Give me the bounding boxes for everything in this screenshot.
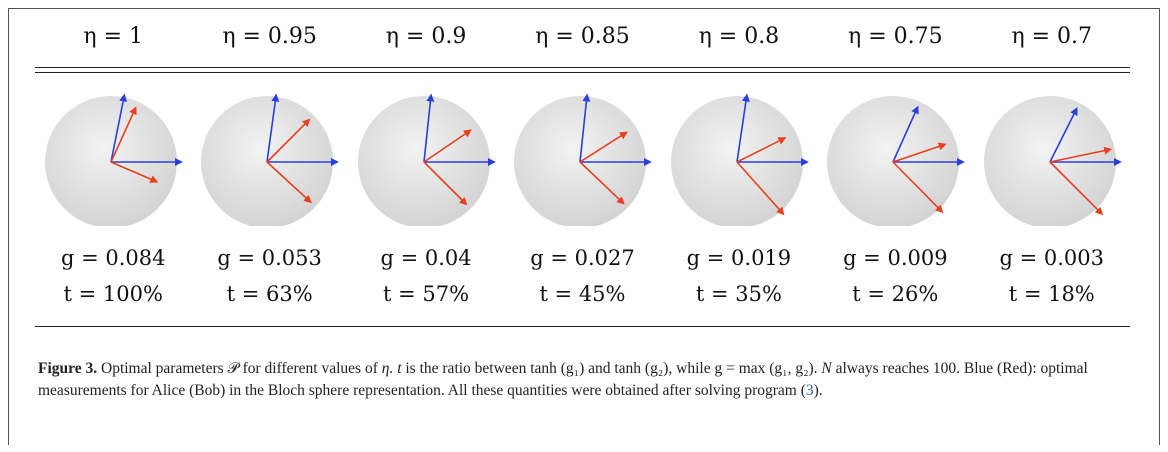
caption-text: Optimal parameters 𝒫 for different value… — [97, 360, 382, 377]
t-value: t = 63% — [226, 282, 313, 306]
value-cell: g = 0.084 t = 100% — [35, 240, 191, 312]
header-rule-bottom — [35, 72, 1130, 73]
eta-label: η = 0.8 — [698, 24, 780, 49]
t-value: t = 35% — [695, 282, 782, 306]
bloch-sphere — [817, 86, 973, 226]
alice-measurement-vector — [579, 93, 591, 163]
bloch-spheres-row — [35, 86, 1130, 226]
bob-measurement-vector — [736, 137, 787, 163]
bob-measurement-vector — [423, 161, 468, 206]
bob-measurement-vector — [579, 131, 629, 163]
g-value: g = 0.003 — [999, 246, 1104, 270]
bob-measurement-vector — [423, 129, 472, 163]
figure-caption: Figure 3. Optimal parameters 𝒫 for diffe… — [38, 358, 1133, 402]
eta-label: η = 0.75 — [848, 24, 943, 49]
alice-measurement-vector — [735, 93, 750, 163]
eta-label: η = 0.85 — [535, 24, 630, 49]
value-cell: g = 0.053 t = 63% — [191, 240, 347, 312]
bob-measurement-vector — [736, 161, 785, 216]
eta-label: η = 0.9 — [385, 24, 467, 49]
alice-measurement-vector — [423, 93, 435, 163]
alice-measurement-vector — [266, 93, 280, 163]
value-cell: g = 0.019 t = 35% — [661, 240, 817, 312]
header-rule-top — [35, 67, 1130, 68]
table-bottom-rule — [35, 326, 1130, 327]
value-cell: g = 0.027 t = 45% — [504, 240, 660, 312]
g-value: g = 0.053 — [217, 246, 322, 270]
alice-measurement-vector — [1048, 107, 1078, 163]
caption-text: η. t — [381, 360, 402, 377]
t-value: t = 45% — [539, 282, 626, 306]
t-value: t = 26% — [852, 282, 939, 306]
caption-text: is the ratio between tanh (g₁) and tanh … — [401, 360, 822, 377]
alice-measurement-vector — [892, 105, 919, 163]
alice-measurement-vector — [110, 93, 128, 163]
bloch-sphere — [35, 86, 191, 226]
t-value: t = 57% — [383, 282, 470, 306]
caption-text: N — [821, 360, 832, 377]
value-cell: g = 0.003 t = 18% — [974, 240, 1130, 312]
bob-measurement-vector — [266, 161, 313, 204]
bob-measurement-vector — [1049, 146, 1112, 163]
caption-text: always reaches 100. Blue (Red): optimal … — [38, 360, 1088, 399]
bob-measurement-vector — [1048, 161, 1103, 216]
g-value: g = 0.084 — [60, 246, 166, 270]
bloch-sphere — [661, 86, 817, 226]
values-row: g = 0.084 t = 100% g = 0.053 t = 63% g = 0… — [35, 240, 1130, 312]
bob-measurement-vector — [892, 142, 947, 163]
bob-measurement-vector — [110, 161, 159, 183]
caption-text: ). — [813, 382, 823, 399]
t-value: t = 100% — [63, 282, 163, 306]
eta-label: η = 0.7 — [1011, 24, 1093, 49]
bob-measurement-vector — [892, 161, 944, 214]
bob-measurement-vector — [110, 106, 137, 163]
value-cell: g = 0.009 t = 26% — [817, 240, 973, 312]
bloch-sphere — [348, 86, 504, 226]
g-value: g = 0.04 — [380, 246, 472, 270]
eta-label: η = 0.95 — [222, 24, 317, 49]
eta-header-row: η = 1 η = 0.95 η = 0.9 η = 0.85 η = 0.8 … — [35, 24, 1130, 49]
bloch-sphere — [974, 86, 1130, 226]
g-value: g = 0.009 — [843, 246, 948, 270]
g-value: g = 0.027 — [530, 246, 635, 270]
value-cell: g = 0.04 t = 57% — [348, 240, 504, 312]
eta-label: η = 1 — [83, 24, 144, 49]
t-value: t = 18% — [1008, 282, 1095, 306]
bob-measurement-vector — [579, 161, 626, 205]
bob-measurement-vector — [266, 118, 311, 163]
equation-reference-link[interactable]: 3 — [805, 382, 814, 399]
caption-label: Figure 3. — [38, 360, 98, 377]
bloch-sphere — [504, 86, 660, 226]
figure-frame — [8, 8, 1160, 445]
bloch-sphere — [191, 86, 347, 226]
g-value: g = 0.019 — [686, 246, 792, 270]
